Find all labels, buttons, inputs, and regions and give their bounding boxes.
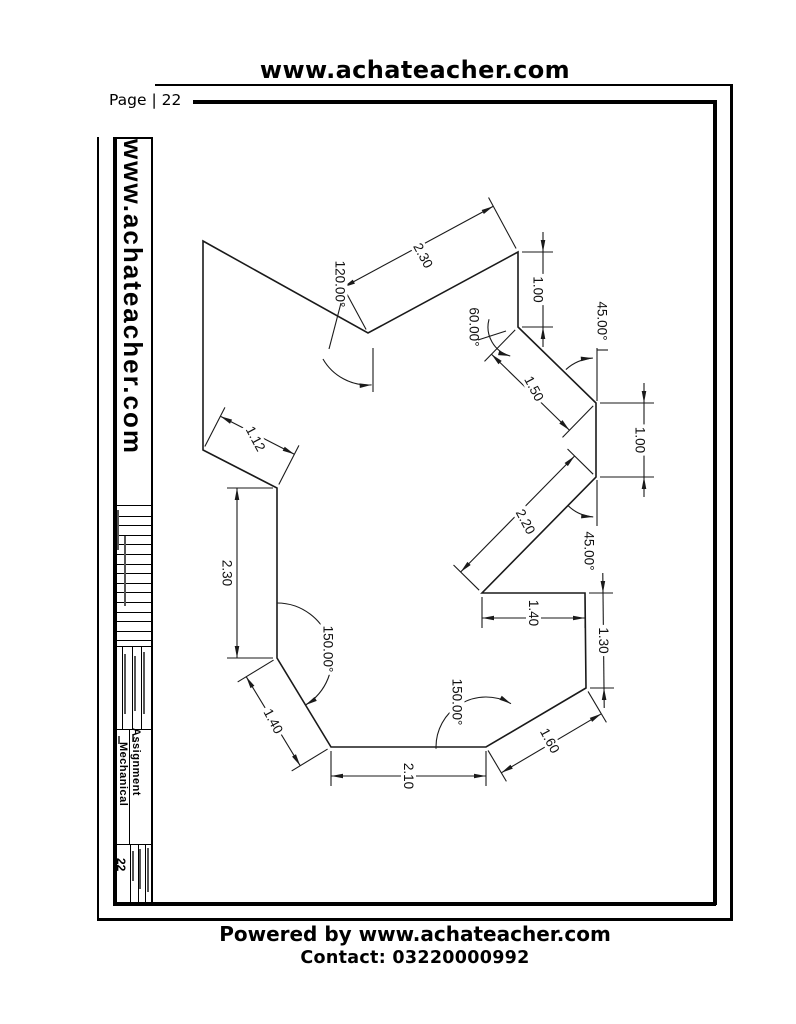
dim-label: 45.00° xyxy=(582,531,597,570)
title-block-rule xyxy=(114,534,151,536)
title-block-rule xyxy=(130,844,131,902)
inner-border-top xyxy=(193,100,716,104)
title-block-rule xyxy=(114,602,151,603)
title-block-rule xyxy=(132,646,133,729)
dim-label: 45.00° xyxy=(595,301,610,340)
watermark-vertical-text: www.achateacher.com xyxy=(118,139,148,455)
title-block-rule xyxy=(134,656,136,711)
title-block-rule xyxy=(114,729,151,731)
title-block-rule xyxy=(145,844,146,902)
title-block-rule xyxy=(132,851,134,881)
footer-powered-by: Powered by www.achateacher.com xyxy=(219,922,611,946)
dim-label: 150.00° xyxy=(321,626,336,673)
title-block-rule xyxy=(124,654,126,714)
dim-label: 150.00° xyxy=(450,679,465,726)
title-block-rule xyxy=(114,544,151,546)
outer-border-left xyxy=(97,137,99,921)
inner-border-left xyxy=(113,137,117,905)
inner-border-bottom xyxy=(113,902,716,906)
title-block-rule xyxy=(114,563,151,565)
title-block-rule xyxy=(132,734,134,742)
margin-column-top-rule xyxy=(113,137,152,139)
dim-label: 1.00 xyxy=(531,276,546,302)
footer-contact: Contact: 03220000992 xyxy=(300,948,530,968)
title-block-sheet-number: 22 xyxy=(114,858,128,872)
title-block-rule xyxy=(114,525,151,527)
title-block-rule xyxy=(124,536,126,606)
title-underline xyxy=(155,84,732,86)
inner-border-right xyxy=(713,100,717,905)
title-block-rule xyxy=(141,646,142,729)
title-block-discipline: Mechanical xyxy=(117,742,129,807)
title-block-rule xyxy=(114,554,151,555)
dim-label: 2.30 xyxy=(220,560,235,586)
outer-border-bottom xyxy=(97,918,732,921)
title-block-project: Assignment xyxy=(130,728,142,796)
dim-label: 60.00° xyxy=(467,307,482,346)
outer-border-right xyxy=(730,84,733,921)
dim-label: 1.40 xyxy=(526,600,541,626)
dim-label: 1.00 xyxy=(633,427,648,453)
title-block-rule xyxy=(117,510,119,550)
title-block-rule xyxy=(143,652,145,714)
title-block-rule xyxy=(114,582,151,584)
title-block xyxy=(113,505,152,903)
title-block-rule xyxy=(114,640,151,642)
title-block-rule xyxy=(139,849,141,889)
dim-label: 2.10 xyxy=(401,763,416,789)
title-block-rule xyxy=(147,848,149,892)
title-block-rule xyxy=(114,630,151,632)
title-block-rule xyxy=(114,573,151,575)
title-block-rule xyxy=(114,515,151,517)
title-block-rule xyxy=(118,736,120,744)
title-block-rule xyxy=(129,729,131,844)
page-number-label: Page | 22 xyxy=(109,91,182,109)
dim-label: 1.30 xyxy=(596,627,611,653)
title-block-rule xyxy=(138,844,139,902)
title-block-rule xyxy=(114,844,151,846)
title-block-rule xyxy=(114,621,151,623)
site-title: www.achateacher.com xyxy=(259,56,571,84)
title-block-rule xyxy=(114,611,151,613)
title-block-rule xyxy=(122,646,123,729)
title-block-rule xyxy=(114,592,151,594)
dim-label: 120.00° xyxy=(333,261,348,308)
